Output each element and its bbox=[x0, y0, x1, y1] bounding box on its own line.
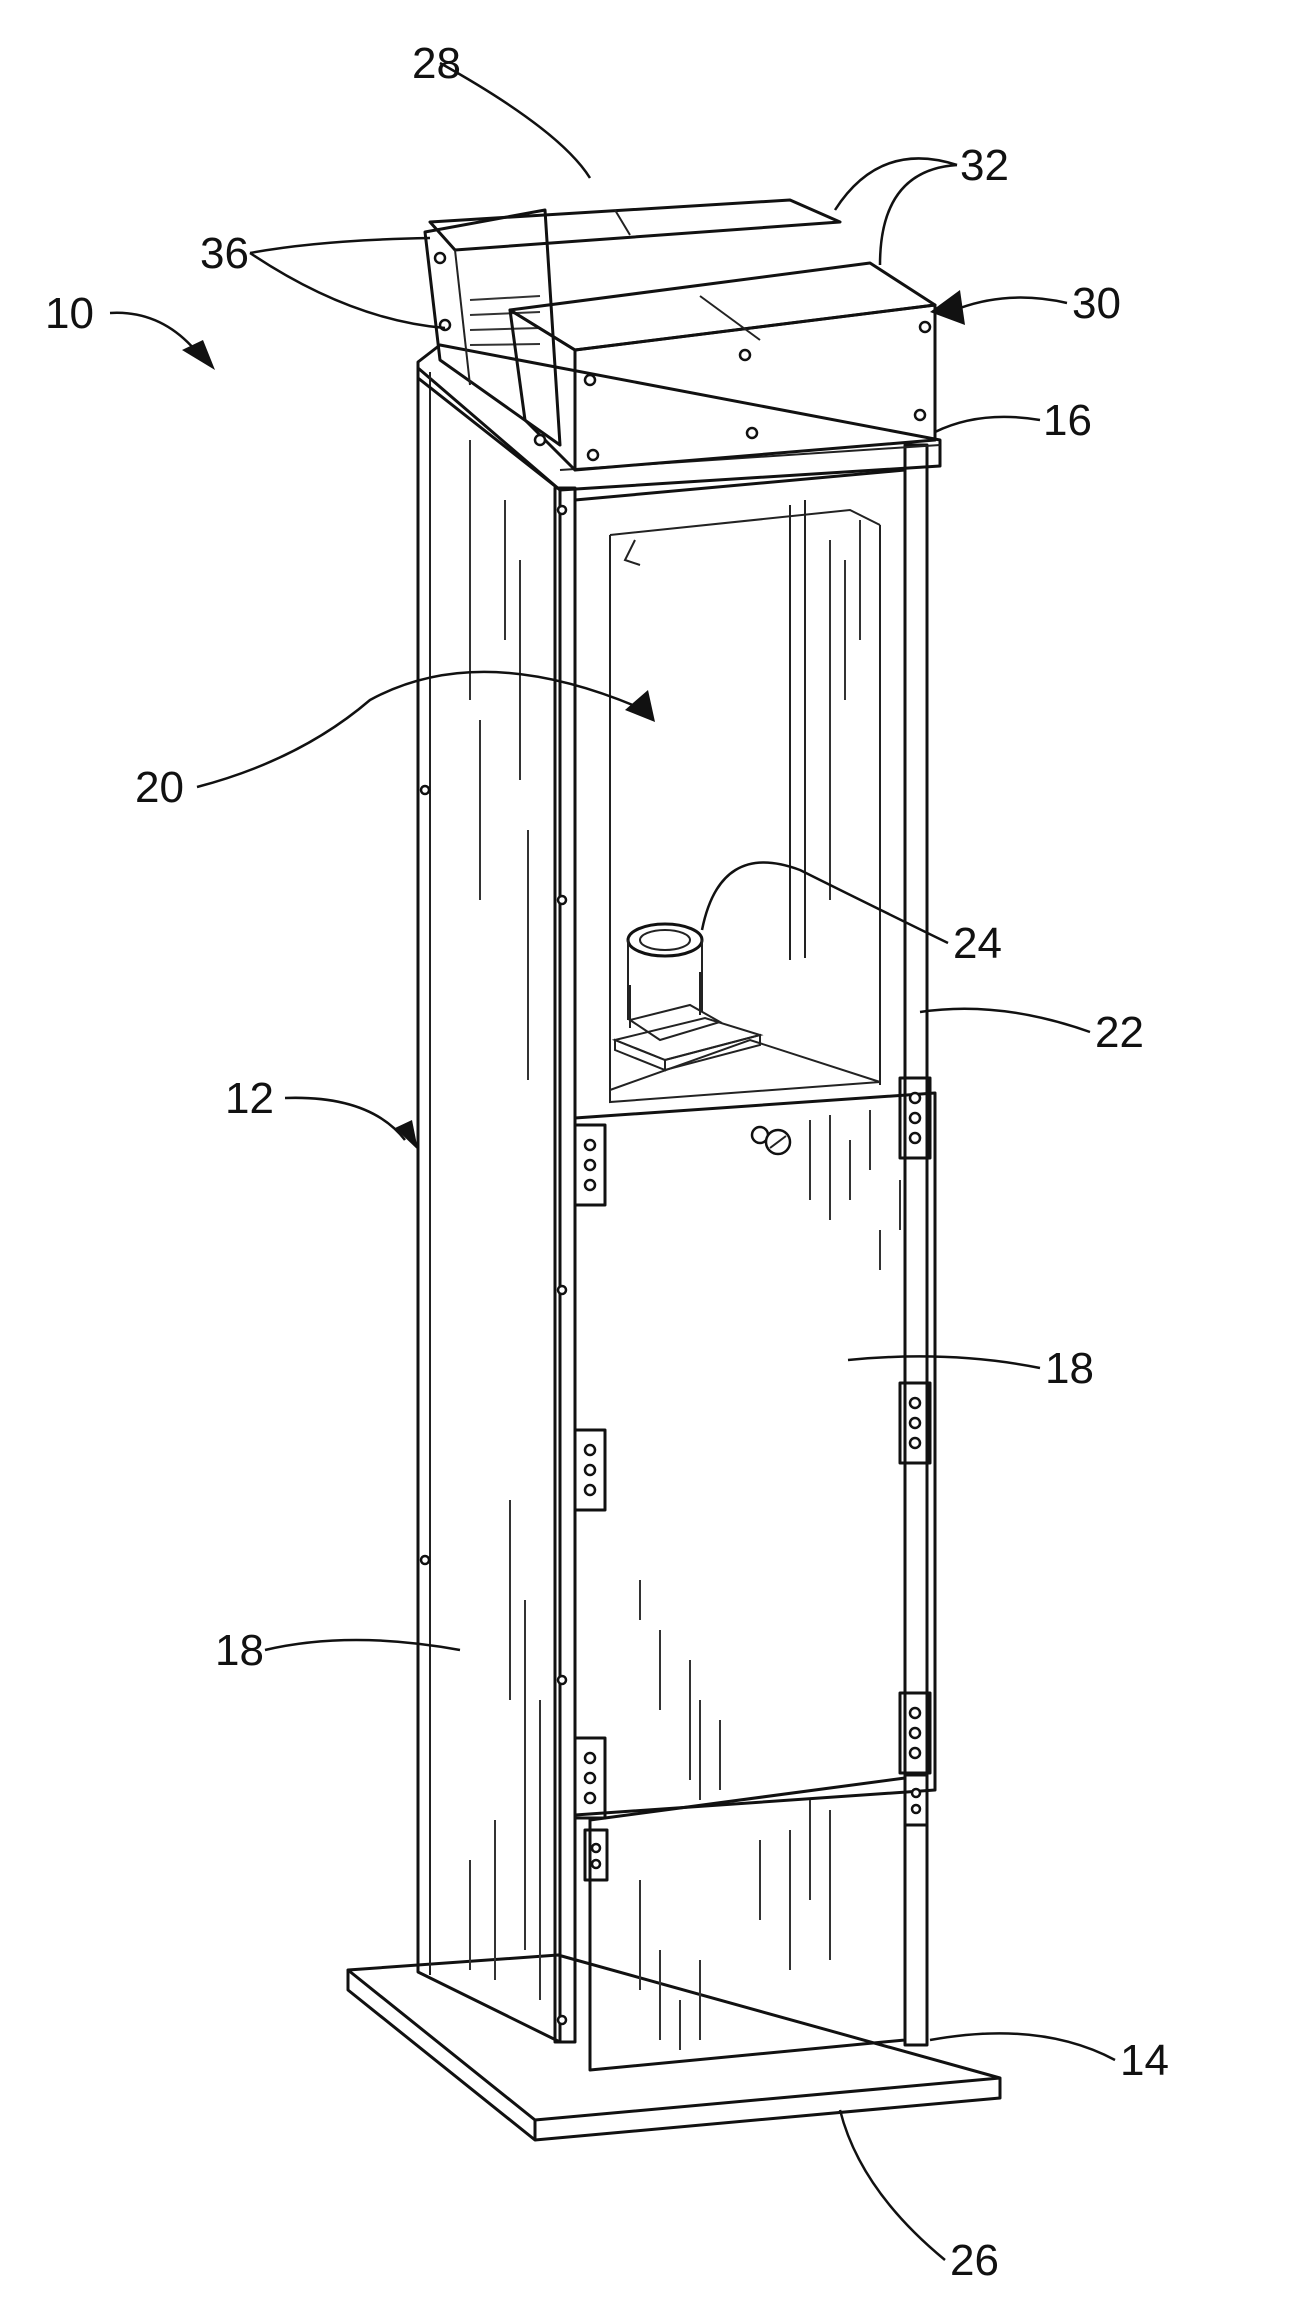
label-12: 12 bbox=[225, 1074, 274, 1123]
hinge-top-left bbox=[575, 1125, 605, 1205]
label-20: 20 bbox=[135, 763, 184, 812]
label-18-side: 18 bbox=[215, 1626, 264, 1675]
base-plate bbox=[348, 1955, 1000, 2140]
arrow-10-icon bbox=[182, 340, 215, 370]
label-14: 14 bbox=[1120, 2036, 1169, 2085]
top-cap bbox=[418, 345, 940, 490]
corner-post-left-front bbox=[421, 488, 575, 2042]
hinge-brackets bbox=[575, 1078, 930, 1880]
label-10: 10 bbox=[45, 289, 94, 338]
arrow-12-icon bbox=[395, 1120, 418, 1150]
filter-housing-front bbox=[510, 263, 935, 470]
lower-panel bbox=[590, 1778, 905, 2070]
hinge-mid-left bbox=[575, 1430, 605, 1510]
arrow-20-icon bbox=[625, 690, 655, 722]
label-32: 32 bbox=[960, 141, 1009, 190]
latch-left bbox=[585, 1830, 607, 1880]
label-26: 26 bbox=[950, 2236, 999, 2285]
label-24: 24 bbox=[953, 919, 1002, 968]
side-panel-left bbox=[418, 368, 560, 2042]
label-18-front: 18 bbox=[1045, 1344, 1094, 1393]
latch-right bbox=[905, 1775, 927, 1825]
label-28: 28 bbox=[412, 39, 461, 88]
hinge-bottom-left bbox=[575, 1738, 605, 1818]
leader-lines bbox=[110, 63, 1115, 2260]
side-panel-shading bbox=[470, 440, 540, 2000]
workpiece-cup bbox=[615, 924, 760, 1070]
label-16: 16 bbox=[1043, 396, 1092, 445]
label-36: 36 bbox=[200, 229, 249, 278]
upper-chamber bbox=[575, 470, 905, 1102]
label-22: 22 bbox=[1095, 1008, 1144, 1057]
front-door-panel bbox=[575, 1093, 935, 1815]
label-30: 30 bbox=[1072, 279, 1121, 328]
